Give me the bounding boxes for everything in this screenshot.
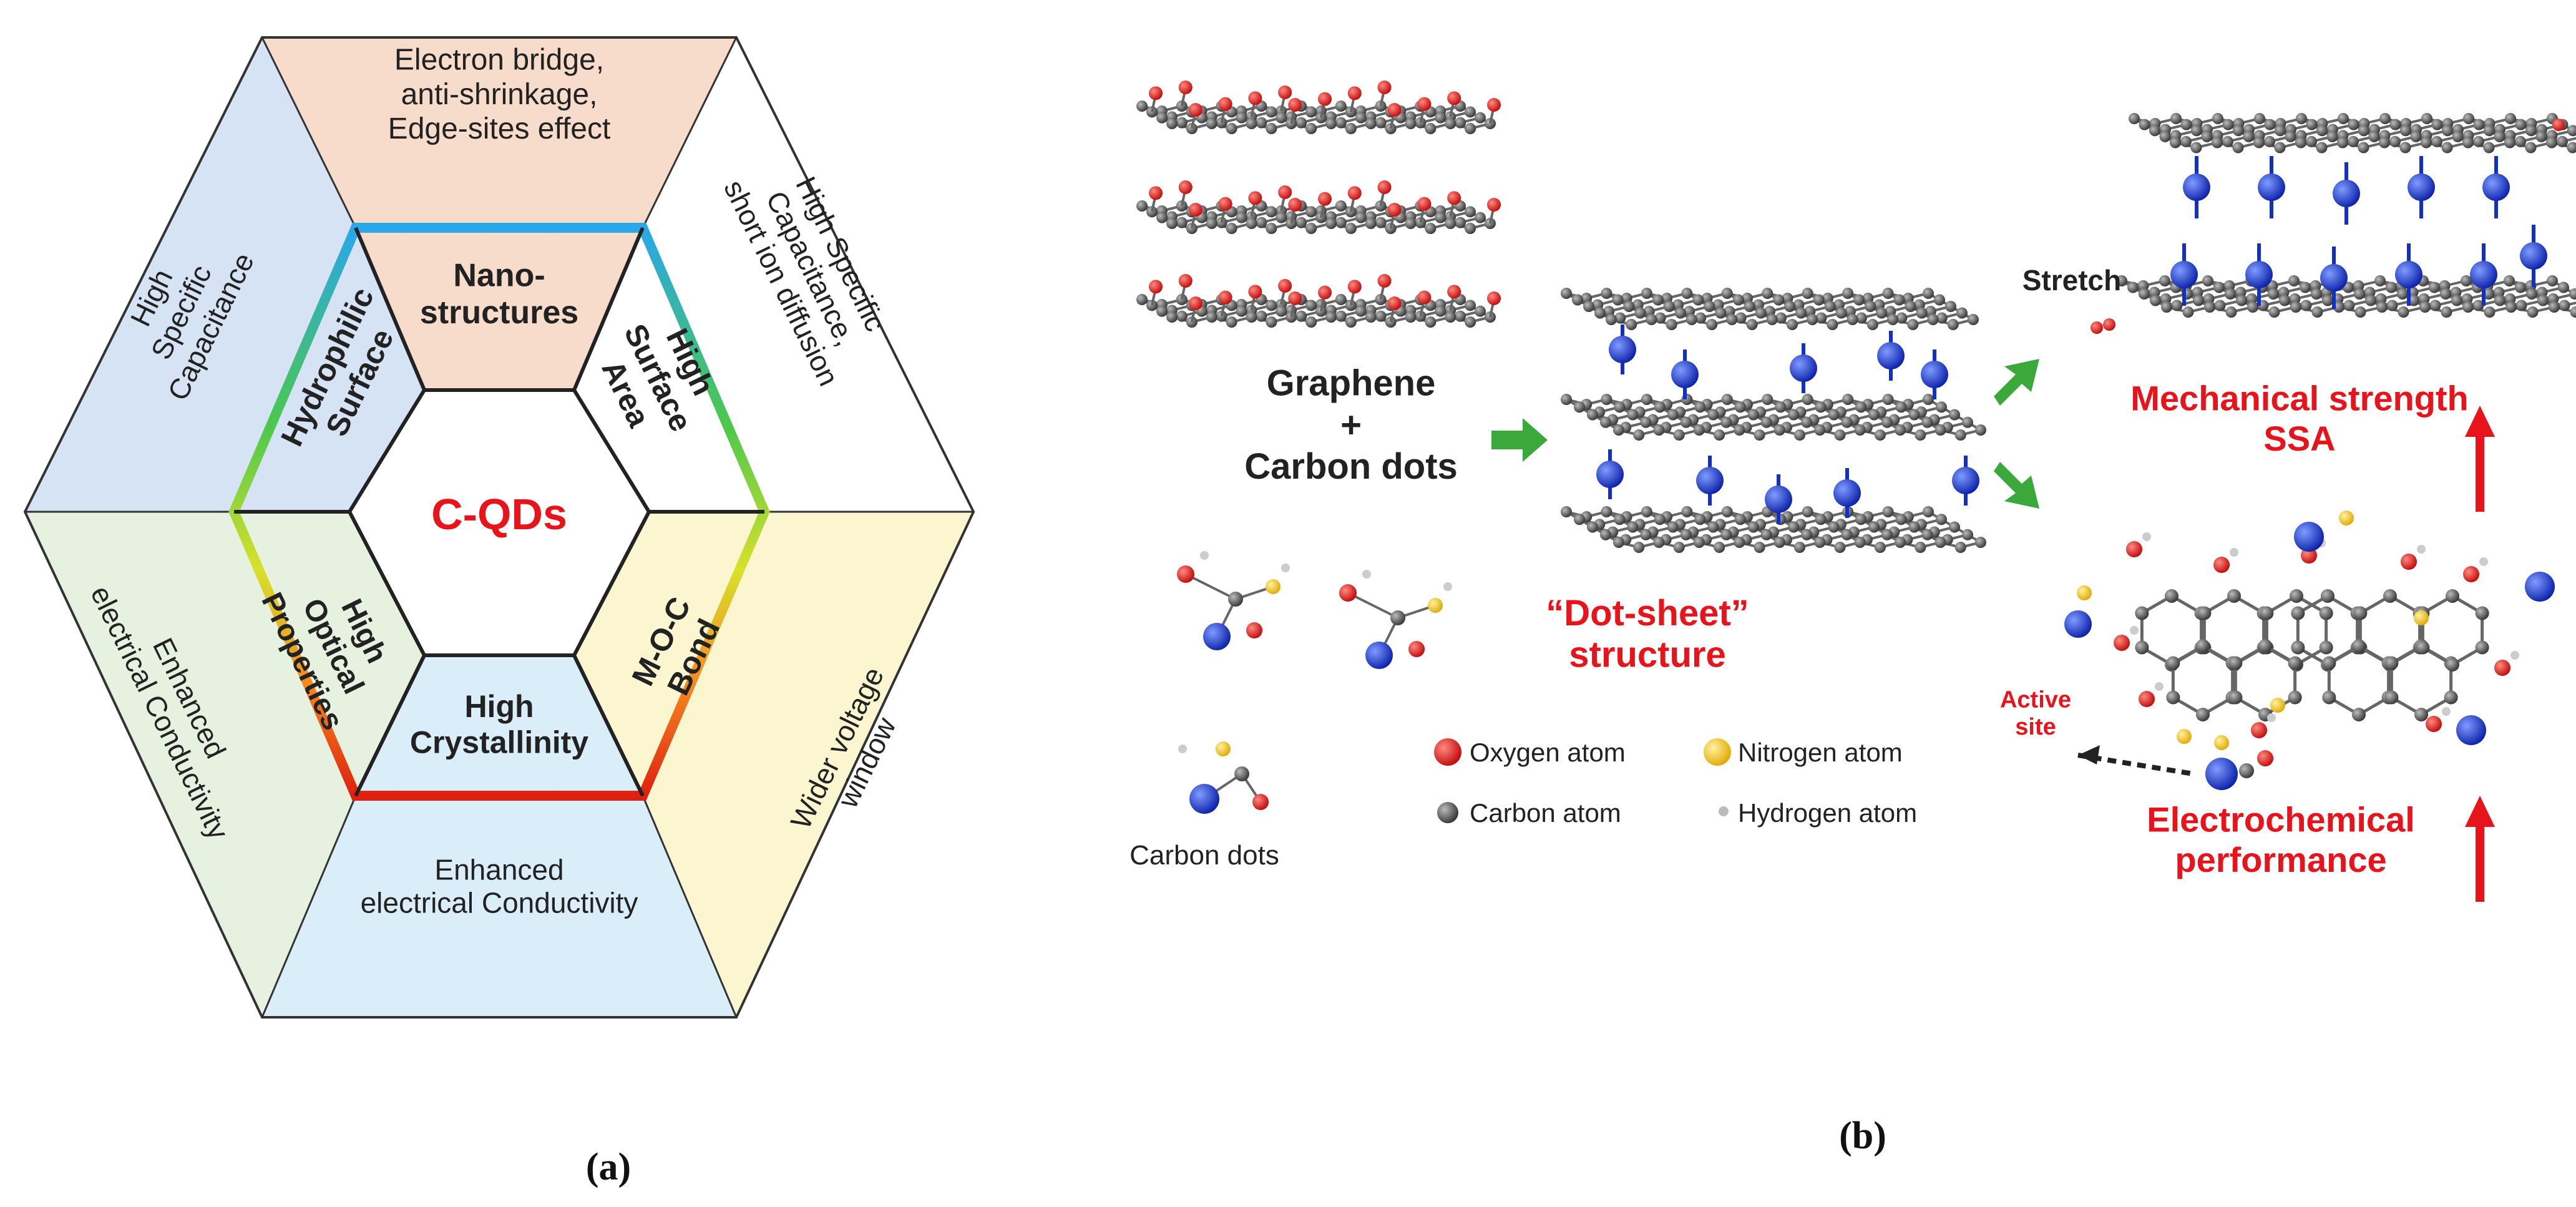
nitrogen-legend-dot — [1704, 738, 1731, 766]
inner-region-upper-right — [574, 228, 764, 512]
carbon-dots-label: Carbon dots — [1129, 840, 1279, 871]
outer-label-electron-bridge: Electron bridge,anti-shrinkage,Edge-site… — [388, 44, 611, 145]
inner-region-top — [356, 228, 643, 390]
electrochemical-up-arrow — [2465, 796, 2495, 902]
hydrogen-legend-dot — [1719, 806, 1729, 816]
inner-region-upper-left — [234, 228, 424, 512]
arrow-up-stretch — [1994, 359, 2039, 406]
inner-spokes — [234, 227, 764, 797]
inner-label-nano-structures: Nano-structures — [420, 257, 578, 331]
free-carbon-dot-molecules — [1177, 551, 1452, 669]
outer-region-upper-left — [25, 37, 356, 512]
outer-region-bottom — [262, 796, 736, 1017]
arrow-down-electrochem — [1994, 462, 2039, 509]
mechanical-up-arrow — [2465, 406, 2495, 512]
carbon-legend-dot — [1437, 802, 1458, 823]
center-hexagon — [347, 388, 651, 657]
graphene-plus-carbon-dots-label: Graphene+Carbon dots — [1244, 363, 1458, 487]
stretched-structure — [2091, 113, 2576, 334]
outer-region-lower-right — [643, 512, 973, 1017]
atom-legend: Oxygen atom Nitrogen atom Carbon atom Hy… — [1434, 738, 1917, 828]
hexagon-spokes — [25, 37, 973, 1018]
center-label: C-QDs — [431, 490, 567, 539]
process-arrows — [1491, 359, 2039, 509]
panel-a-hexagon-diagram: C-QDs Nano-structures HighSurfaceArea M-… — [23, 36, 975, 1188]
stretch-label: Stretch — [2022, 264, 2121, 296]
dot-sheet-structure-label: “Dot-sheet”structure — [1546, 593, 1749, 675]
active-site-cluster — [2064, 511, 2555, 790]
arrow-to-dot-sheet — [1491, 418, 1548, 462]
outer-region-upper-right — [643, 37, 973, 512]
inner-region-lower-left — [234, 512, 424, 796]
hydrogen-legend-label: Hydrogen atom — [1738, 798, 1917, 828]
graphene-sheets-stack — [1136, 81, 1501, 328]
panel-b-dot-sheet-schematic: Graphene+Carbon dots Carbon dots “Dot-sh… — [1129, 81, 2576, 1157]
inner-region-bottom — [356, 655, 643, 796]
oxygen-legend-label: Oxygen atom — [1470, 738, 1626, 767]
outer-region-lower-left — [25, 512, 356, 1017]
oxygen-legend-dot — [1434, 738, 1461, 766]
carbon-dot-molecule-small — [1178, 741, 1269, 814]
outer-region-top — [262, 37, 736, 228]
panel-a-caption: (a) — [586, 1146, 631, 1188]
nitrogen-legend-label: Nitrogen atom — [1738, 738, 1903, 767]
inner-region-lower-right — [574, 512, 764, 796]
panel-b-caption: (b) — [1839, 1115, 1886, 1157]
carbon-legend-label: Carbon atom — [1470, 798, 1621, 828]
dot-sheet-structure — [1561, 288, 1986, 553]
active-site-pointer-head — [2078, 745, 2100, 765]
